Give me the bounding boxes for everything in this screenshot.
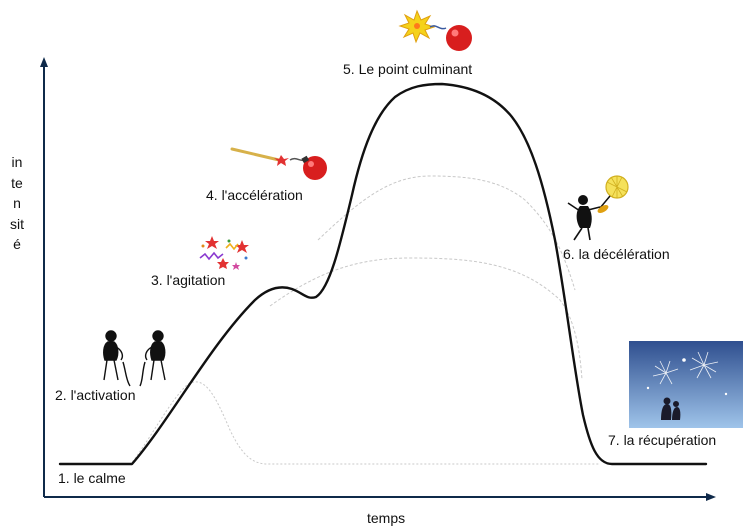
axes [40, 57, 716, 501]
stage-label-activation: 2. l'activation [55, 387, 136, 403]
stage-label-recuperation: 7. la récupération [608, 432, 717, 448]
x-axis-label: temps [367, 510, 406, 526]
fireworks-night-icon [629, 341, 743, 428]
stars-sparks-icon [199, 236, 249, 270]
stage-label-acceleration: 4. l'accélération [206, 187, 303, 203]
stage-label-agitation: 3. l'agitation [151, 272, 226, 288]
guide-curves [129, 175, 600, 466]
lit-fuse-bomb-icon [230, 147, 327, 180]
stage-label-deceleration: 6. la décélération [563, 246, 670, 262]
guide-curve-medium [269, 257, 583, 381]
guide-curve-large [317, 175, 576, 291]
figure-with-umbrella-icon [567, 175, 629, 241]
stage-label-point-culminant: 5. Le point culminant [343, 61, 473, 77]
y-axis-label: intensité [10, 154, 24, 252]
intensity-curve [58, 82, 708, 466]
x-axis-arrowhead [706, 493, 716, 501]
two-figures-icon [103, 330, 166, 387]
stage-label-calme: 1. le calme [58, 470, 126, 486]
exploding-bomb-icon [398, 9, 472, 51]
guide-curve-small [129, 381, 600, 466]
y-axis-arrowhead [40, 57, 48, 67]
